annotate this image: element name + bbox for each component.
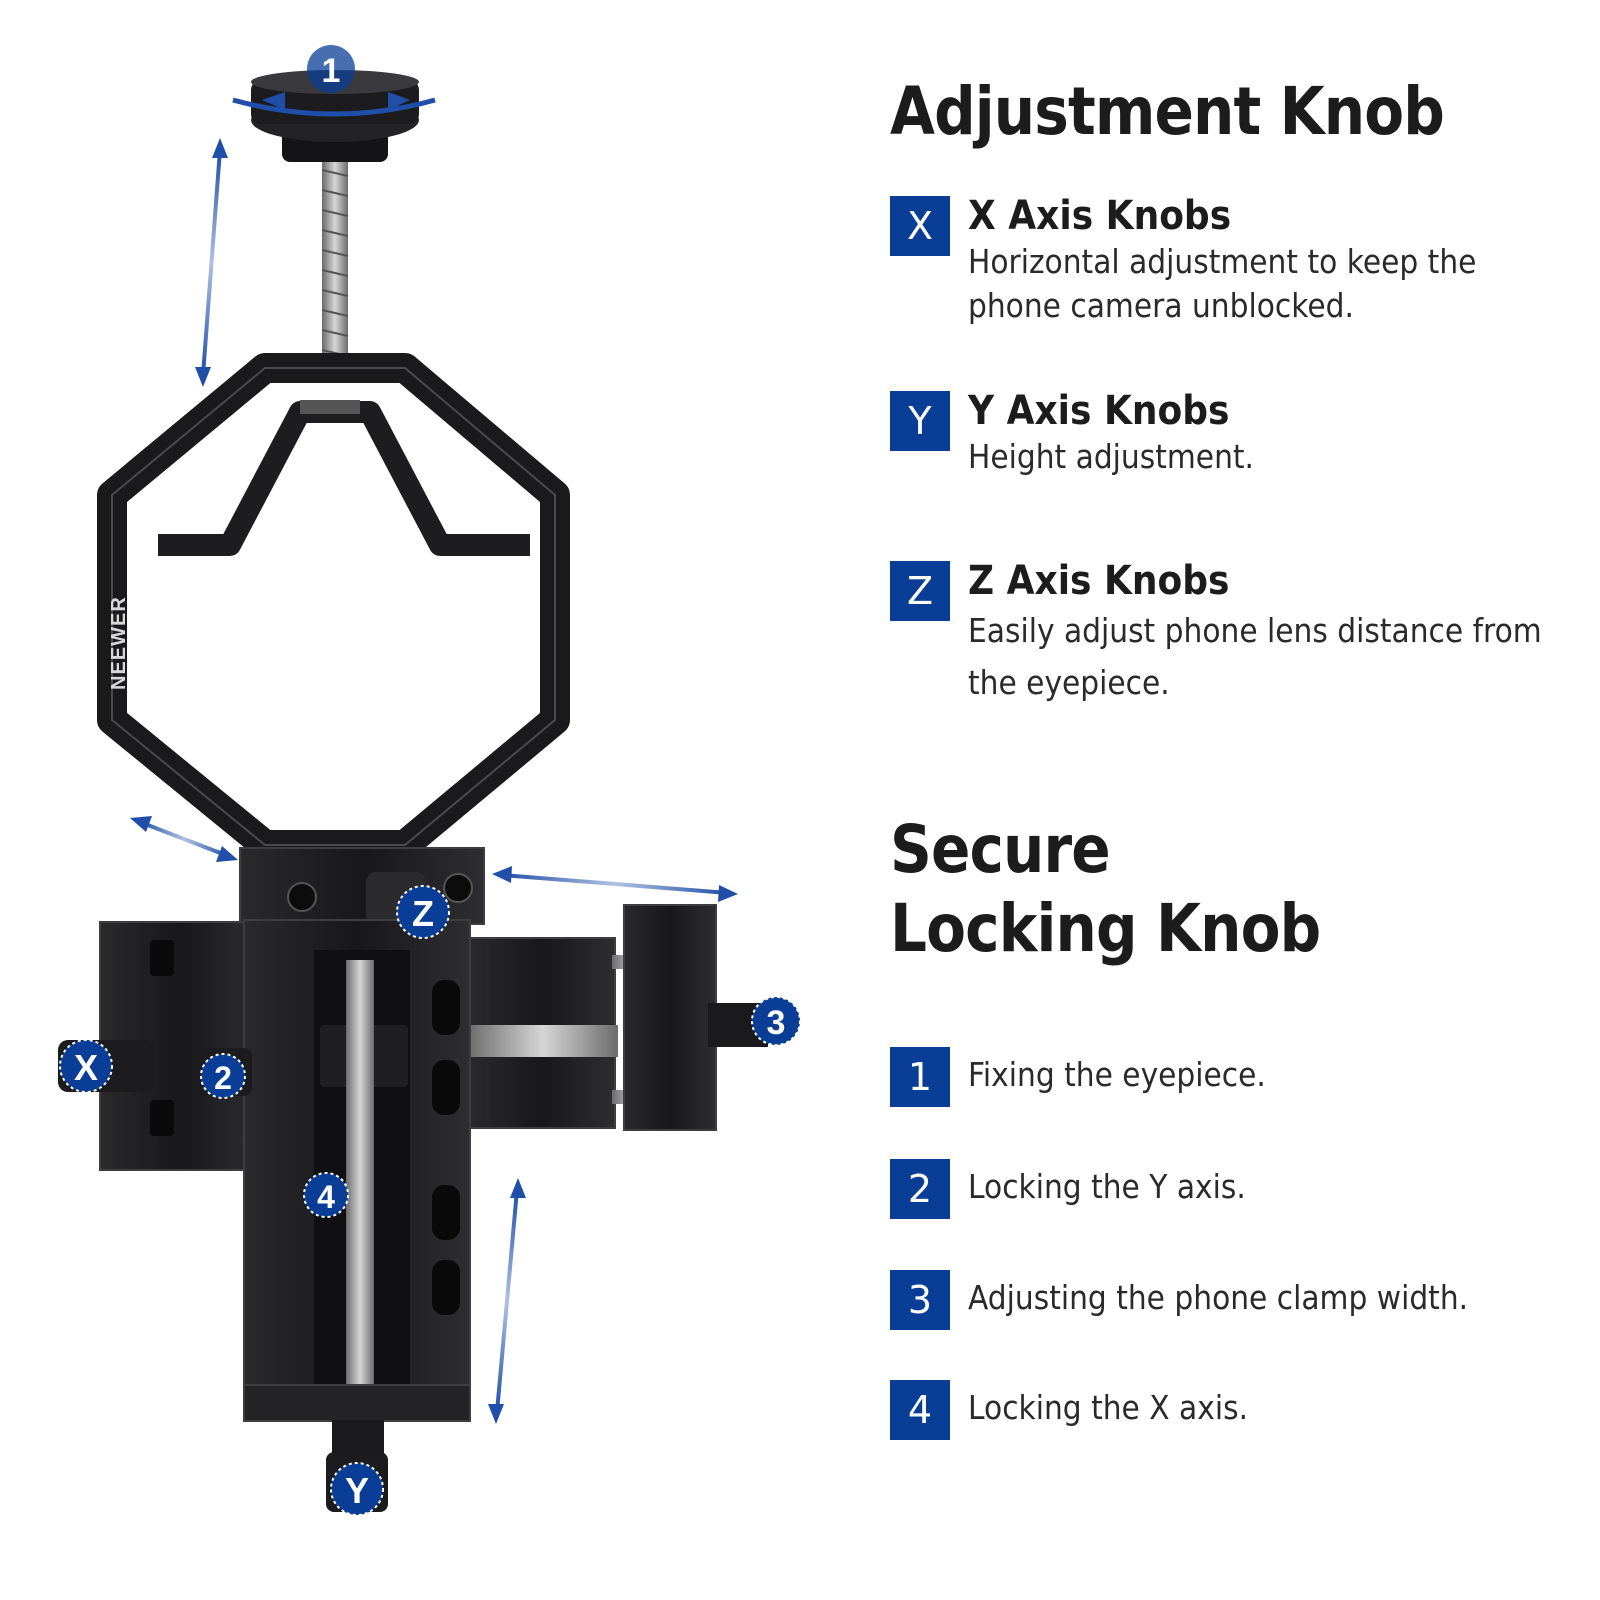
badge-x: X (890, 196, 950, 256)
y-axis-desc: Height adjustment. (968, 437, 1254, 476)
horizontal-arrow (492, 866, 738, 902)
x-axis-desc-line2: phone camera unblocked. (968, 286, 1354, 325)
lock-item-1-text: Fixing the eyepiece. (968, 1055, 1266, 1094)
badge-z: Z (890, 561, 950, 621)
x-axis-title: X Axis Knobs (968, 193, 1232, 239)
top-threaded-rod (322, 150, 348, 380)
svg-text:Z: Z (412, 893, 434, 934)
neck-block (239, 847, 485, 925)
svg-text:Y: Y (345, 1470, 369, 1511)
badge-4: 4 (890, 1380, 950, 1440)
z-axis-title: Z Axis Knobs (968, 558, 1230, 604)
z-axis-desc-line2: the eyepiece. (968, 663, 1170, 702)
locking-title: Secure Locking Knob (890, 810, 1321, 968)
callout-z: Z (396, 885, 450, 939)
callout-1: 1 (307, 45, 355, 93)
callout-4: 4 (303, 1172, 349, 1218)
badge-1: 1 (890, 1047, 950, 1107)
brand-logo: NEEWER (108, 596, 130, 690)
lock-item-3-text: Adjusting the phone clamp width. (968, 1278, 1469, 1317)
vertical-arrow-top (195, 138, 228, 387)
badge-3: 3 (890, 1270, 950, 1330)
adjustment-title: Adjustment Knob (890, 73, 1445, 150)
svg-text:2: 2 (214, 1060, 232, 1096)
vertical-slide (243, 919, 471, 1475)
lock-item-2-text: Locking the Y axis. (968, 1167, 1246, 1206)
callout-x: X (59, 1039, 113, 1093)
diagonal-arrow (130, 816, 238, 862)
svg-text:1: 1 (322, 52, 341, 90)
lock-item-4-text: Locking the X axis. (968, 1388, 1249, 1427)
svg-text:4: 4 (317, 1179, 335, 1215)
callout-2: 2 (200, 1053, 246, 1099)
y-axis-title: Y Axis Knobs (968, 388, 1230, 434)
locking-title-line2: Locking Knob (890, 890, 1321, 968)
vertical-arrow-bottom (488, 1178, 526, 1424)
x-axis-desc-line1: Horizontal adjustment to keep the (968, 242, 1477, 281)
locking-title-line1: Secure (890, 811, 1111, 888)
z-axis-desc-line1: Easily adjust phone lens distance from (968, 611, 1542, 650)
badge-y: Y (890, 391, 950, 451)
octagon-clamp: NEEWER (97, 353, 570, 860)
svg-text:X: X (74, 1047, 98, 1088)
callout-3: 3 (751, 996, 801, 1046)
eyepiece-knob (232, 70, 436, 162)
product-illustration: NEEWER (58, 45, 801, 1516)
svg-text:3: 3 (767, 1004, 786, 1042)
badge-2: 2 (890, 1159, 950, 1219)
callout-y: Y (330, 1462, 384, 1516)
